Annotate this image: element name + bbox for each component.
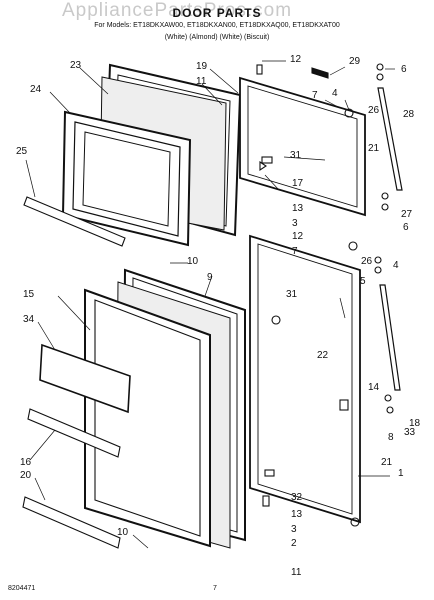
freezer-outer-door [239, 67, 366, 217]
callout-23: 23 [70, 60, 82, 71]
callout-11: 11 [291, 567, 302, 578]
callout-17: 17 [292, 178, 304, 189]
door-logo-badge [311, 67, 329, 79]
callout-25: 25 [16, 146, 28, 157]
door-stop-plug [344, 108, 354, 118]
callout-6: 6 [403, 222, 409, 233]
freezer-handle-rail [376, 63, 403, 211]
refrigerator-outer-door [249, 234, 361, 524]
refrigerator-handle-rail [374, 256, 401, 414]
freezer-shelf-bar [23, 196, 126, 247]
door-closer [350, 517, 360, 527]
callout-11: 11 [196, 76, 207, 87]
model-numbers: For Models: ET18DKXAW00, ET18DKXAN00, ET… [94, 22, 340, 29]
callout-8: 8 [388, 432, 394, 443]
callout-27: 27 [401, 209, 413, 220]
callout-32: 32 [291, 492, 303, 503]
callout-4: 4 [393, 260, 399, 271]
callout-1: 1 [398, 468, 404, 479]
dairy-compartment-door [39, 343, 131, 414]
callout-31: 31 [290, 150, 302, 161]
callout-16: 16 [20, 457, 32, 468]
callout-21: 21 [381, 457, 393, 468]
callout-19: 19 [196, 61, 208, 72]
callout-13: 13 [291, 509, 303, 520]
door-shelf-bar-lower [22, 496, 121, 549]
callout-6: 6 [401, 64, 407, 75]
model-colors: (White) (Almond) (White) (Biscuit) [164, 34, 270, 41]
callout-34: 34 [23, 314, 35, 325]
hinge-pin-cap [256, 64, 263, 75]
screw [259, 160, 267, 172]
page-number: 7 [213, 585, 217, 592]
hinge-plug [271, 315, 281, 325]
leader-lines [25, 60, 395, 549]
watermark: AppliancePartsPros.com [62, 0, 293, 21]
callout-26: 26 [368, 105, 380, 116]
callout-12: 12 [290, 54, 302, 65]
callout-28: 28 [403, 109, 415, 120]
callout-2: 2 [291, 538, 297, 549]
callout-3: 3 [291, 524, 297, 535]
hinge-pin-lower [262, 495, 270, 507]
callout-24: 24 [30, 84, 42, 95]
refrigerator-door-liner [84, 288, 211, 548]
callout-26: 26 [361, 256, 373, 267]
hinge-block [261, 156, 273, 164]
freezer-door-liner [61, 110, 192, 247]
callout-10: 10 [187, 256, 199, 267]
callout-7: 7 [312, 90, 318, 101]
callout-5: 5 [360, 276, 366, 287]
hinge-block-lower [264, 469, 275, 477]
door-stop-plug-lower [348, 241, 358, 251]
parts-drawing [22, 60, 403, 549]
door-shelf-bar-upper [27, 408, 121, 458]
callout-12: 12 [292, 231, 304, 242]
callout-21: 21 [368, 143, 380, 154]
callout-7: 7 [292, 246, 298, 257]
diagram-title: DOOR PARTS [172, 6, 262, 20]
callout-22: 22 [317, 350, 329, 361]
callout-9: 9 [207, 272, 213, 283]
drawing-number: 8204471 [8, 585, 36, 592]
callout-31: 31 [286, 289, 298, 300]
callout-20: 20 [20, 470, 32, 481]
callout-4: 4 [332, 88, 338, 99]
callout-10: 10 [117, 527, 129, 538]
callout-33: 33 [404, 427, 416, 438]
callout-15: 15 [23, 289, 35, 300]
callout-13: 13 [292, 203, 304, 214]
cam [339, 399, 349, 411]
callout-3: 3 [292, 218, 298, 229]
callout-18: 18 [409, 418, 421, 429]
callout-29: 29 [349, 56, 361, 67]
callout-14: 14 [368, 382, 380, 393]
